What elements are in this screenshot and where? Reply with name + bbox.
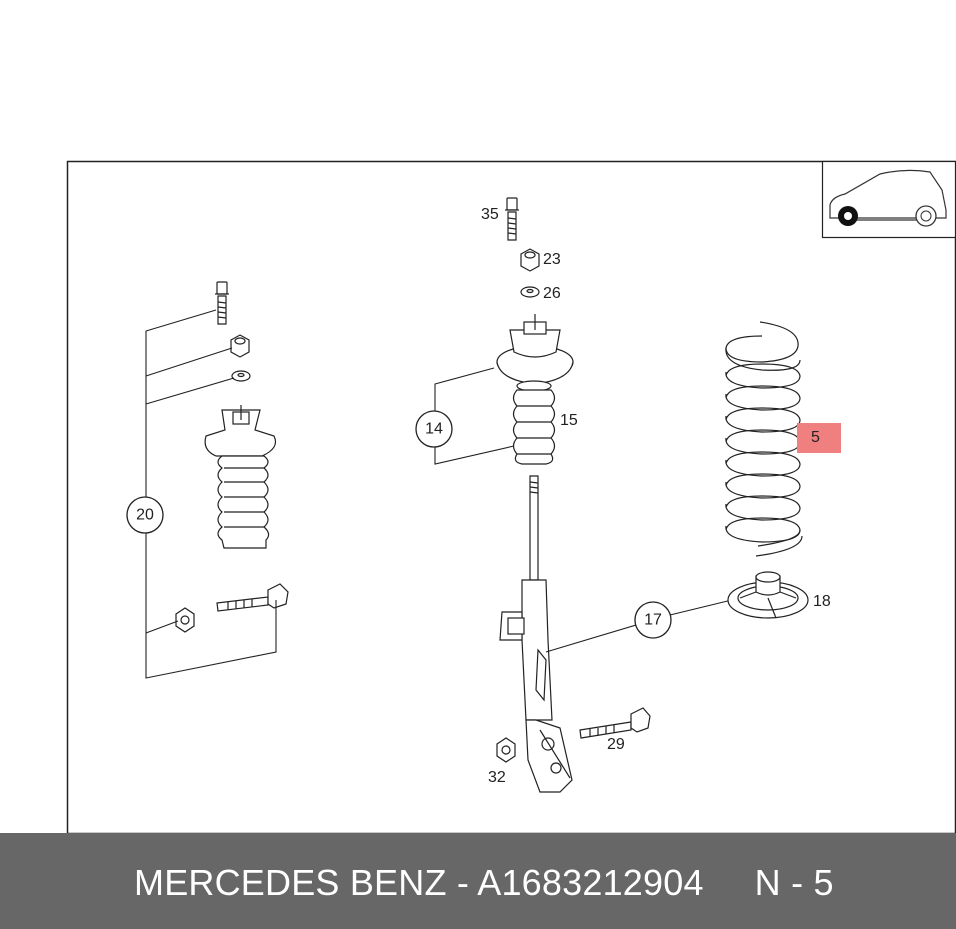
spring-seat-18 — [727, 571, 809, 619]
callout-20-circle — [126, 496, 164, 534]
leader-17-left — [545, 624, 637, 653]
callout-32: 32 — [488, 769, 506, 786]
strut-mount-14 — [496, 314, 574, 385]
callout-15: 15 — [560, 412, 578, 429]
callout-23: 23 — [543, 251, 561, 268]
callout-5: 5 — [811, 429, 820, 446]
footer-part-number: MERCEDES BENZ - A1683212904 N - 5 — [134, 862, 834, 903]
leader-20 — [145, 309, 277, 679]
coil-spring-5 — [725, 321, 803, 557]
strut-mount-boot-left — [204, 405, 277, 549]
callout-20: 20 — [136, 507, 154, 524]
nut-23 — [520, 248, 540, 272]
bolt-29 — [579, 707, 651, 739]
callout-14: 14 — [425, 421, 443, 438]
left-mount-assembly — [175, 281, 289, 633]
bolt-upper-left — [215, 281, 229, 325]
bolt-35 — [505, 197, 519, 241]
washer-left — [231, 370, 251, 382]
footer-bar — [0, 833, 956, 929]
flange-nut-32 — [496, 737, 516, 763]
callout-35: 35 — [481, 206, 499, 223]
leader-14 — [434, 367, 515, 465]
diagram-frame — [66, 160, 956, 835]
callout-5-highlight — [797, 423, 841, 453]
callout-17-circle — [634, 601, 672, 639]
callout-18: 18 — [813, 593, 831, 610]
vehicle-thumbnail — [821, 160, 956, 239]
shock-absorber-17 — [499, 475, 573, 793]
bolt-lower-left — [216, 583, 289, 612]
center-strut-assembly — [496, 197, 651, 793]
washer-26 — [520, 286, 540, 298]
callout-29: 29 — [607, 736, 625, 753]
nut-left — [230, 334, 250, 358]
callout-14-circle — [415, 410, 453, 448]
bump-stop-bellows-15 — [512, 380, 556, 465]
flange-nut-lower-left — [175, 607, 195, 633]
callout-26: 26 — [543, 285, 561, 302]
callout-17: 17 — [644, 612, 662, 629]
